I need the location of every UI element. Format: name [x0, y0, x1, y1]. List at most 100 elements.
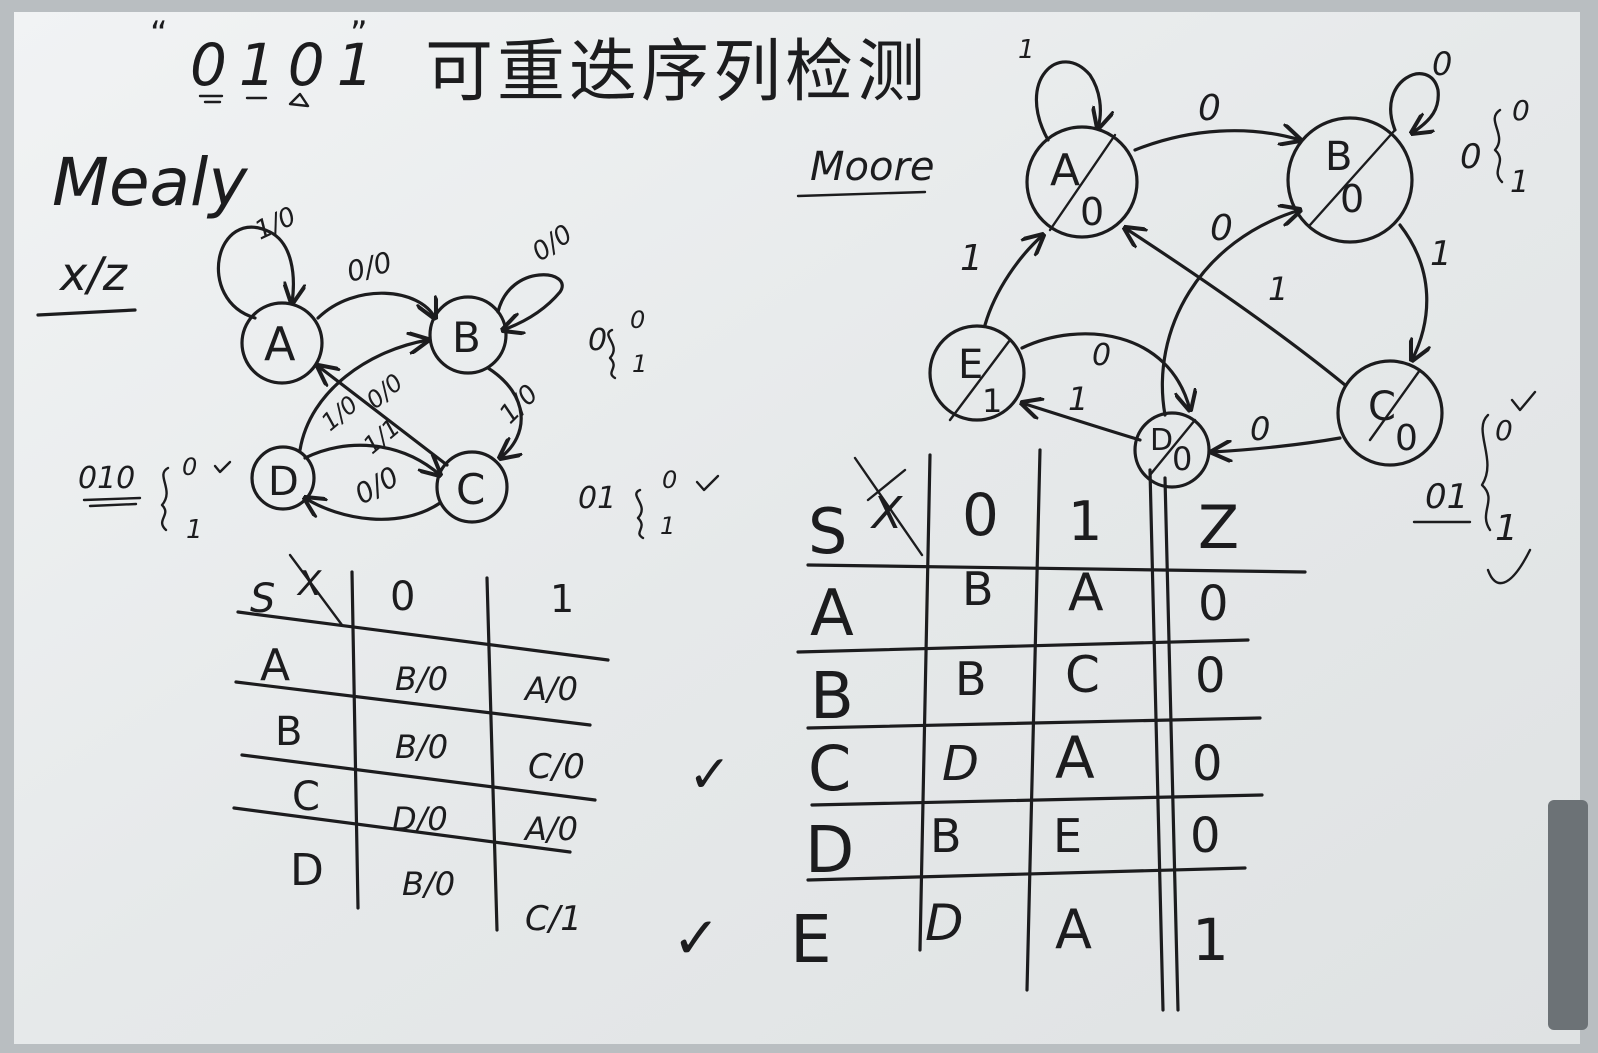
svg-text:0: 0: [662, 466, 677, 494]
moore-table-header-z: Z: [1198, 493, 1239, 563]
mealy-row-d-0: B/0: [402, 865, 455, 903]
mealy-table-header-x: X: [296, 564, 322, 604]
svg-text:0: 0: [1250, 410, 1270, 448]
checkmark-row-c: ✓: [688, 745, 732, 805]
board-surface: [14, 12, 1580, 1044]
checkmark-row-e: ✓: [672, 904, 721, 972]
title-sequence: 0101: [190, 31, 386, 99]
moore-state-d: D 0: [1133, 411, 1211, 489]
moore-row-b-state: B: [810, 660, 854, 734]
svg-text:0: 0: [1210, 208, 1233, 249]
moore-row-e-0: D: [925, 894, 964, 952]
moore-row-a-state: A: [810, 577, 854, 651]
svg-text:1: 1: [982, 382, 1002, 420]
svg-text:1: 1: [1268, 270, 1288, 308]
svg-text:B: B: [1325, 134, 1352, 180]
svg-text:1: 1: [1018, 35, 1035, 65]
svg-text:1: 1: [632, 350, 647, 378]
svg-text:E: E: [958, 342, 983, 388]
svg-text:01: 01: [578, 481, 616, 516]
mealy-state-c: C: [435, 450, 509, 524]
moore-row-d-0: B: [930, 809, 962, 863]
svg-text:0: 0: [1080, 190, 1104, 234]
moore-row-d-z: 0: [1190, 808, 1221, 864]
svg-text:0: 0: [630, 306, 645, 334]
moore-row-d-1: E: [1053, 809, 1082, 863]
svg-text:1: 1: [960, 238, 983, 279]
mealy-section: Mealy x/z A B C D: [36, 144, 720, 939]
moore-row-e-state: E: [790, 901, 832, 978]
mealy-row-b-state: B: [275, 709, 302, 755]
mealy-table-col-1: 1: [550, 577, 574, 621]
mealy-table-col-0: 0: [390, 574, 415, 620]
svg-text:1: 1: [1430, 234, 1452, 274]
svg-text:0: 0: [1495, 414, 1513, 447]
moore-table-header-s: S: [808, 495, 847, 568]
moore-table-header-x: X: [870, 488, 903, 539]
moore-notes: 0 0 1 01 0 1: [1412, 94, 1537, 585]
svg-text:1: 1: [186, 515, 203, 545]
svg-text:”: ”: [350, 14, 368, 54]
svg-text:0: 0: [1198, 88, 1221, 129]
moore-heading: Moore: [810, 144, 935, 190]
svg-text:0: 0: [1512, 94, 1530, 127]
svg-text:0: 0: [1092, 338, 1111, 373]
mealy-table: S X 0 1 A B/0 A/0 B B/0 C/0 C D/0 A/0 D …: [232, 553, 610, 939]
moore-row-c-0: D: [942, 736, 979, 792]
mealy-io-label: x/z: [58, 247, 128, 301]
svg-text:1: 1: [660, 512, 675, 540]
moore-row-a-1: A: [1068, 563, 1104, 623]
title-text: 可重迭序列检测: [425, 33, 929, 112]
svg-text:0: 0: [182, 453, 197, 481]
svg-text:A: A: [1050, 145, 1080, 196]
mealy-row-a-0: B/0: [395, 660, 448, 698]
svg-text:“: “: [150, 14, 168, 54]
mealy-notes: 0 0 1 01 0 1 010 0 1: [78, 306, 720, 545]
title: “ 0101 ” 可重迭序列检测: [150, 14, 929, 112]
mealy-table-header-s: S: [250, 576, 275, 622]
mealy-row-d-state: D: [290, 845, 324, 896]
moore-row-c-z: 0: [1192, 736, 1223, 792]
moore-row-d-state: D: [805, 814, 854, 888]
mealy-row-d-1: C/1: [525, 899, 582, 939]
moore-table: S X 0 1 Z A B A 0 B B C 0 C D A 0 D B E …: [672, 448, 1307, 1012]
svg-text:0: 0: [1432, 45, 1452, 83]
svg-text:0: 0: [1340, 177, 1364, 221]
moore-row-a-0: B: [962, 562, 994, 616]
moore-row-b-0: B: [955, 652, 987, 706]
svg-text:C: C: [1368, 384, 1396, 430]
moore-edges: [983, 60, 1440, 452]
moore-row-e-z: 1: [1192, 906, 1229, 974]
svg-text:01: 01: [1425, 477, 1468, 517]
moore-row-c-1: A: [1055, 724, 1095, 792]
svg-text:0: 0: [588, 323, 607, 358]
moore-edge-labels: 1 0 0 1 1 0 0 0 1 1: [960, 35, 1452, 448]
svg-text:010: 010: [78, 461, 135, 496]
moore-row-a-z: 0: [1198, 576, 1229, 632]
moore-state-c: C 0: [1336, 359, 1444, 467]
moore-row-c-state: C: [808, 732, 851, 805]
svg-text:1: 1: [1495, 508, 1518, 549]
mealy-row-b-0: B/0: [395, 728, 448, 766]
mealy-state-d: D: [250, 445, 316, 511]
mealy-row-b-1: C/0: [528, 747, 585, 787]
svg-text:1: 1: [1510, 165, 1529, 200]
moore-state-b: B 0: [1286, 116, 1414, 244]
mealy-row-a-state: A: [260, 640, 290, 691]
svg-text:D: D: [268, 459, 299, 505]
moore-table-col-1: 1: [1068, 490, 1102, 553]
moore-row-b-z: 0: [1195, 648, 1226, 704]
svg-text:A: A: [264, 317, 296, 371]
board-clip: [1548, 800, 1588, 1030]
svg-text:0: 0: [1460, 137, 1482, 177]
moore-row-b-1: C: [1065, 646, 1100, 704]
moore-state-e: E 1: [928, 324, 1026, 422]
mealy-edges: [216, 225, 564, 521]
mealy-row-a-1: A/0: [523, 670, 578, 708]
mealy-heading: Mealy: [52, 144, 248, 221]
moore-state-a: A 0: [1025, 125, 1139, 239]
mealy-row-c-1: A/0: [523, 810, 578, 848]
svg-text:0: 0: [1395, 418, 1418, 459]
svg-text:C: C: [456, 465, 485, 514]
